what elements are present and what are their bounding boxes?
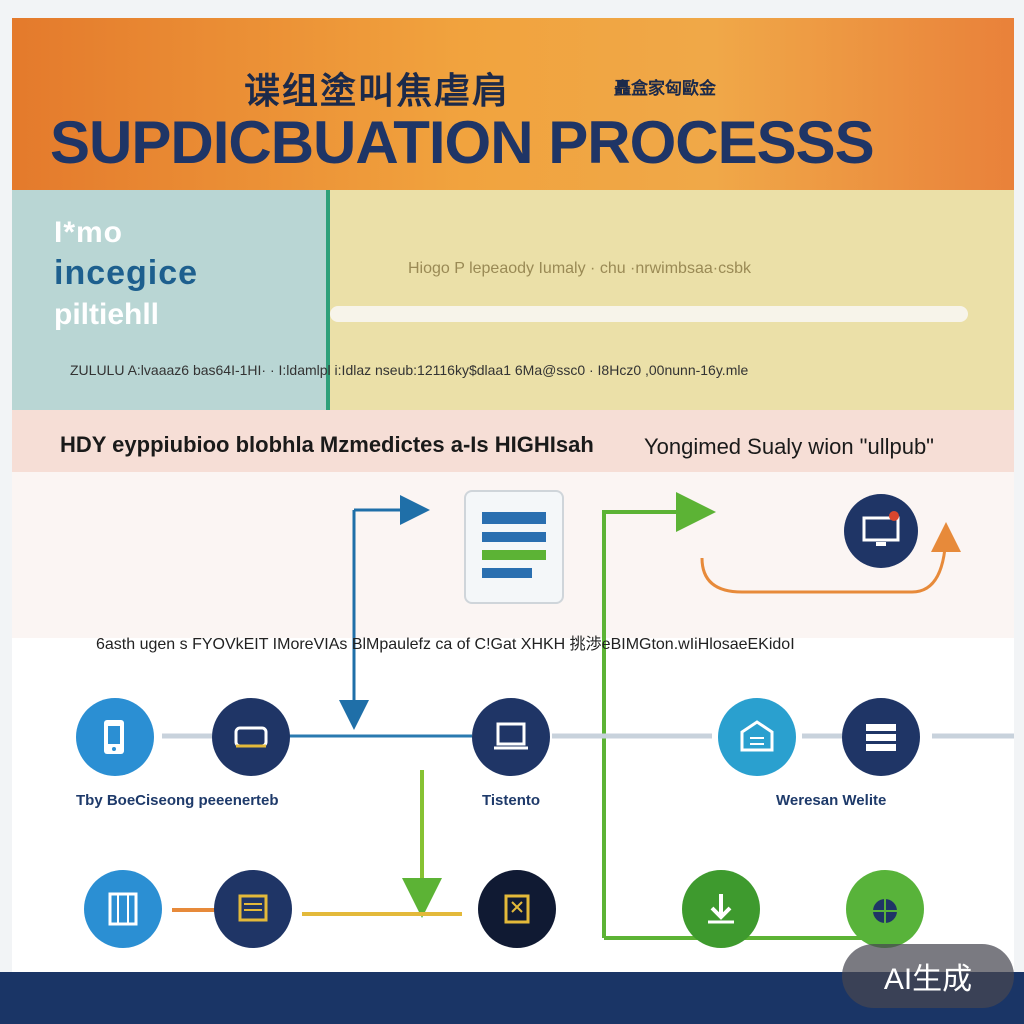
ai-generated-badge: AI生成 bbox=[842, 944, 1014, 1008]
cabinet-icon bbox=[108, 892, 138, 926]
intro-left-panel: I*mo incegice piltiehll bbox=[12, 190, 328, 410]
node-cabinet[interactable] bbox=[84, 870, 162, 948]
node-tablet[interactable] bbox=[214, 870, 292, 948]
intro-left-line2: incegice bbox=[54, 254, 199, 292]
building-icon bbox=[740, 720, 774, 752]
document-thumbnail bbox=[464, 490, 564, 604]
node-label-warehouse: Weresan Welite bbox=[776, 792, 887, 809]
server-icon bbox=[866, 724, 896, 751]
node-building[interactable] bbox=[718, 698, 796, 776]
green-connector-main bbox=[602, 492, 716, 938]
infographic-frame: 谍组塗叫焦虐肩 矗盒家匈歐金 SUPDICBUATION PROCESSS I*… bbox=[12, 18, 1014, 1008]
chart-node[interactable] bbox=[844, 494, 918, 568]
banner-subtitle-cn: 矗盒家匈歐金 bbox=[614, 79, 716, 98]
node-system[interactable] bbox=[472, 698, 550, 776]
node-phone[interactable] bbox=[76, 698, 154, 776]
heading-left: HDY eyppiubioo blobhla Mzmedictes a-Is H… bbox=[60, 432, 594, 457]
intro-left-line1: I*mo bbox=[54, 216, 124, 249]
intro-right-text: Hiogo P lepeaody Iumaly · chu ·nrwimbsaa… bbox=[408, 260, 751, 277]
heading-right: Yongimed Sualy wion "ullpub" bbox=[644, 434, 934, 459]
phone-icon bbox=[104, 720, 124, 754]
node-label-system: Tistento bbox=[482, 792, 541, 809]
orange-connector-loop bbox=[700, 522, 961, 594]
node-globe[interactable] bbox=[846, 870, 924, 948]
node-circuit[interactable] bbox=[478, 870, 556, 948]
node-label-processing: Tby BoeCiseong peeenerteb bbox=[76, 792, 279, 809]
banner-title-en: SUPDICBUATION PROCESSS bbox=[50, 109, 875, 176]
package-icon bbox=[234, 726, 268, 748]
node-download[interactable] bbox=[682, 870, 760, 948]
circuit-icon bbox=[504, 894, 530, 924]
node-warehouse[interactable] bbox=[842, 698, 920, 776]
document-icon bbox=[482, 512, 546, 578]
section-heading-band: HDY eyppiubioo blobhla Mzmedictes a-Is H… bbox=[12, 410, 1014, 472]
tablet-icon bbox=[238, 894, 268, 922]
title-banner: 谍组塗叫焦虐肩 矗盒家匈歐金 SUPDICBUATION PROCESSS bbox=[12, 18, 1014, 190]
intro-left-line3: piltiehll bbox=[54, 298, 159, 331]
laptop-icon bbox=[494, 722, 528, 750]
intro-right-panel: Hiogo P lepeaody Iumaly · chu ·nrwimbsaa… bbox=[330, 190, 1014, 410]
flow-caption: 6asth ugen s FYOVkEIT IMoreVIAs BlMpaule… bbox=[96, 636, 795, 653]
intro-divider bbox=[326, 190, 330, 410]
node-processing[interactable] bbox=[212, 698, 290, 776]
banner-title-cn: 谍组塗叫焦虐肩 bbox=[244, 70, 511, 111]
intro-description: ZULULU A:lvaaaz6 bas64I-1HI· · I:ldamlpl… bbox=[70, 362, 749, 378]
monitor-icon bbox=[862, 511, 900, 546]
intro-progress-track bbox=[330, 306, 968, 322]
globe-icon bbox=[873, 899, 897, 923]
download-icon bbox=[708, 894, 734, 924]
